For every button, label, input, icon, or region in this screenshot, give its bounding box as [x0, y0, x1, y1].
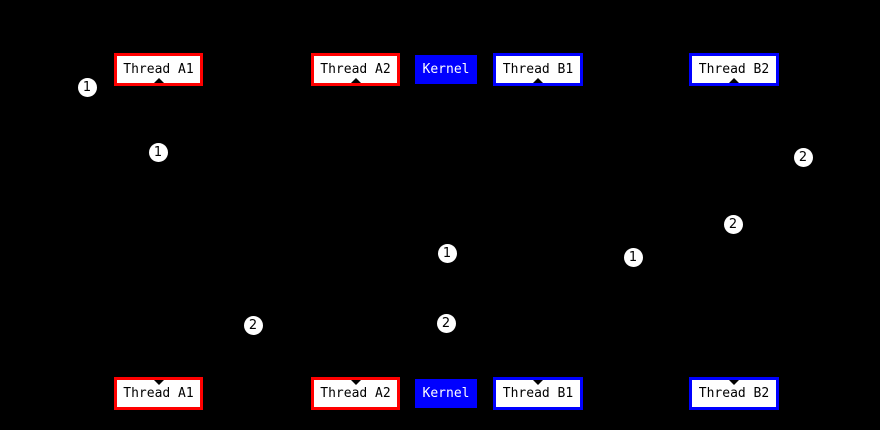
box-thread-b1-bottom: Thread B1: [493, 377, 583, 410]
box-thread-a2-bottom: Thread A2: [311, 377, 400, 410]
step-marker-marker-2d: 2: [436, 313, 456, 333]
box-thread-b2-top: Thread B2: [689, 53, 779, 86]
box-thread-a2-top: Thread A2: [311, 53, 400, 86]
box-label: Thread B1: [502, 62, 574, 77]
box-thread-b1-top: Thread B1: [493, 53, 583, 86]
box-kernel-bottom: Kernel: [415, 379, 477, 408]
box-thread-a1-bottom: Thread A1: [114, 377, 203, 410]
step-marker-marker-1b: 1: [148, 142, 168, 162]
box-label: Kernel: [422, 386, 470, 401]
box-label: Thread A1: [123, 386, 194, 401]
box-kernel-top: Kernel: [415, 55, 477, 84]
step-marker-marker-1c: 1: [437, 243, 457, 263]
box-label: Thread B2: [698, 62, 770, 77]
lifeline-notch-icon: [729, 380, 739, 385]
lifeline-notch-icon: [729, 78, 739, 83]
box-thread-b2-bottom: Thread B2: [689, 377, 779, 410]
step-marker-marker-1d: 1: [623, 247, 643, 267]
box-label: Thread A2: [320, 386, 391, 401]
box-label: Thread A2: [320, 62, 391, 77]
lifeline-notch-icon: [533, 380, 543, 385]
lifeline-notch-icon: [153, 78, 164, 83]
step-marker-marker-2a: 2: [793, 147, 813, 167]
lifeline-notch-icon: [350, 78, 361, 83]
box-label: Thread B1: [502, 386, 574, 401]
lifeline-notch-icon: [153, 380, 164, 385]
lifeline-notch-icon: [533, 78, 543, 83]
box-label: Thread A1: [123, 62, 194, 77]
box-thread-a1-top: Thread A1: [114, 53, 203, 86]
box-label: Kernel: [422, 62, 470, 77]
lifeline-notch-icon: [350, 380, 361, 385]
step-marker-marker-2b: 2: [723, 214, 743, 234]
step-marker-marker-1a: 1: [77, 77, 97, 97]
step-marker-marker-2c: 2: [243, 315, 263, 335]
box-label: Thread B2: [698, 386, 770, 401]
